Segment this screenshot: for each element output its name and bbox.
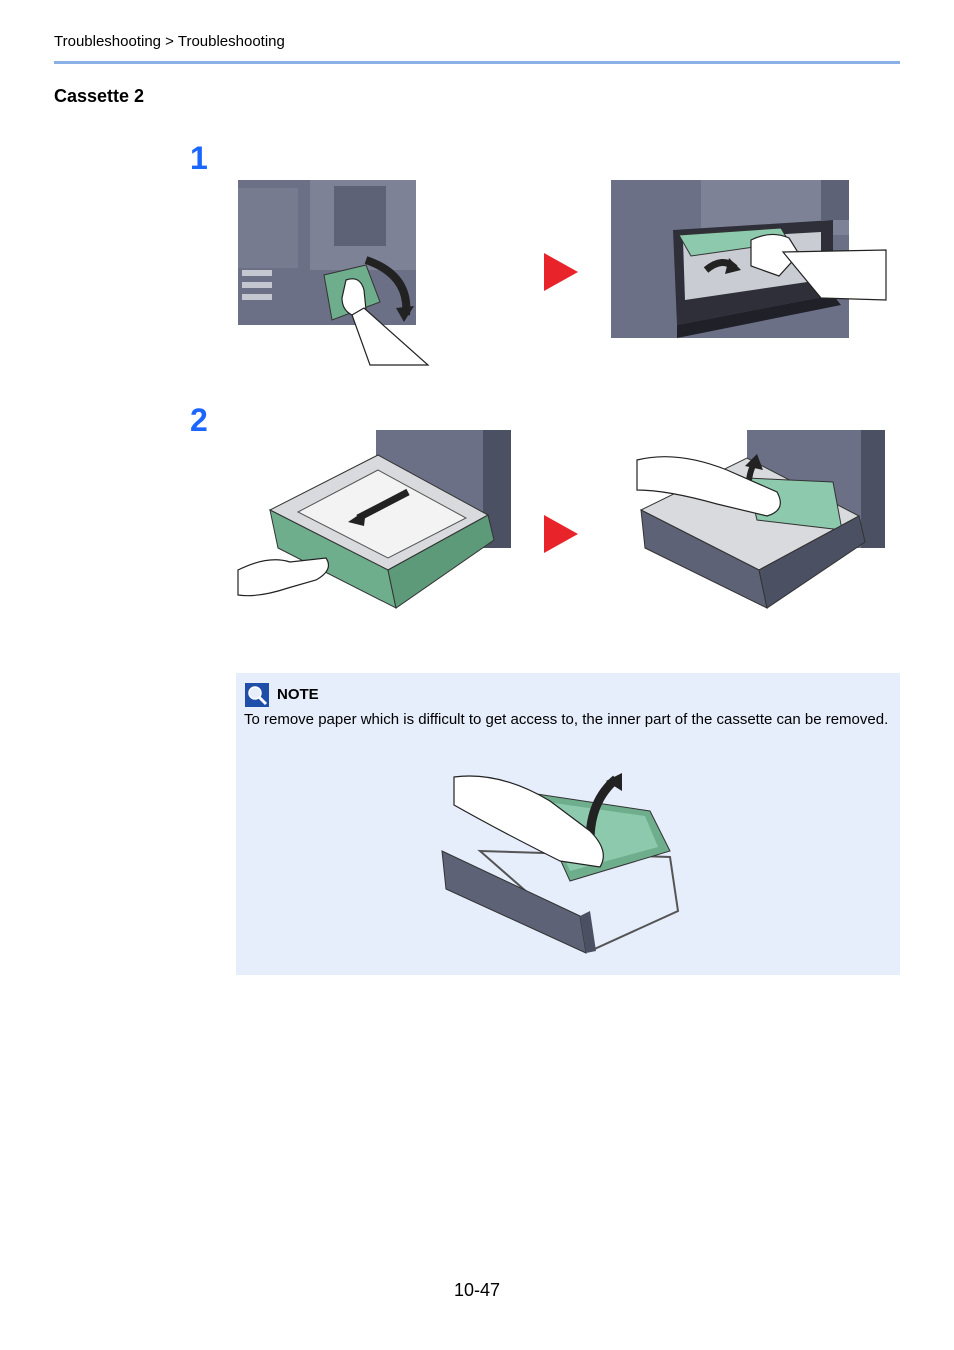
step-2-pull-out-cassette-illustration — [237, 430, 511, 609]
note-text: To remove paper which is difficult to ge… — [244, 711, 889, 728]
step-2-number: 2 — [190, 402, 208, 438]
note-magnifier-icon — [245, 683, 269, 707]
section-title: Cassette 2 — [54, 86, 145, 106]
note-remove-inner-cassette-illustration — [441, 773, 680, 954]
breadcrumb: Troubleshooting > Troubleshooting — [54, 33, 285, 50]
step-1-number: 1 — [190, 140, 208, 176]
header-rule — [54, 61, 900, 64]
step-2-remove-paper-from-cassette-illustration — [636, 430, 885, 609]
step-1-open-rear-cover-illustration — [238, 180, 430, 366]
page-number: 10-47 — [453, 1280, 501, 1300]
step-1-remove-paper-illustration — [611, 180, 887, 338]
note-box: NOTE To remove paper which is difficult … — [236, 673, 900, 975]
note-label: NOTE — [277, 686, 319, 703]
next-step-arrow-icon — [544, 253, 578, 291]
next-step-arrow-icon — [544, 515, 578, 553]
